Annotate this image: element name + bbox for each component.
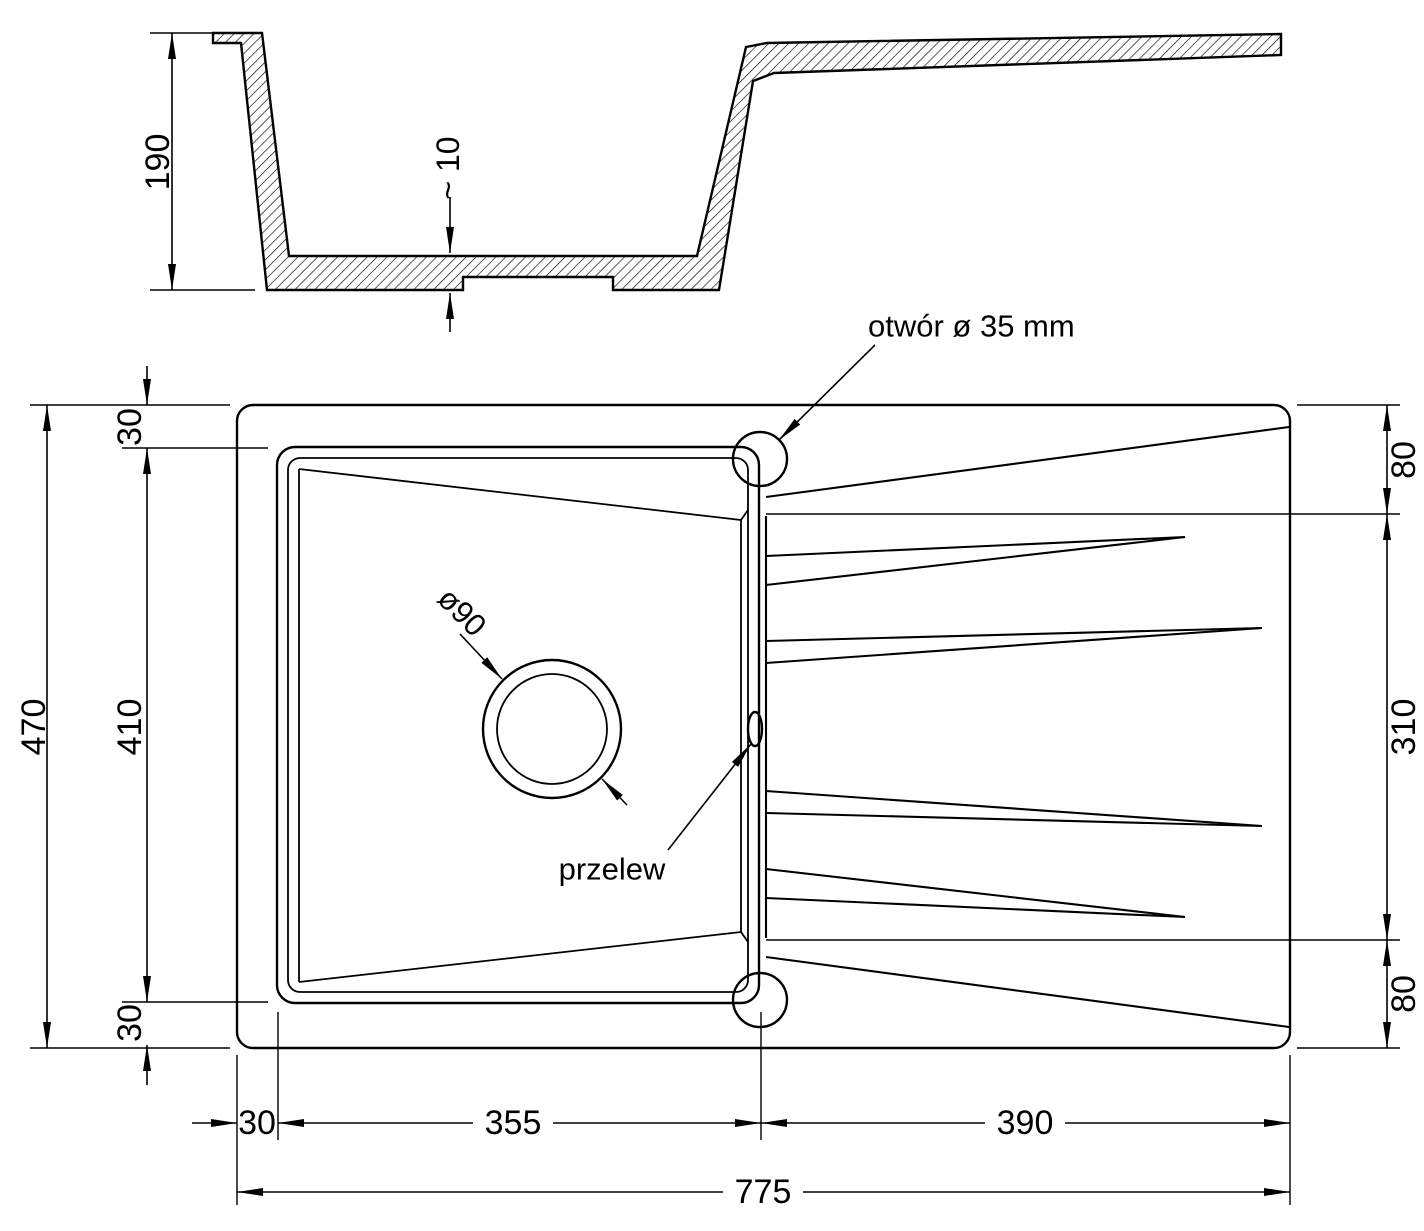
dim-right-chain: 80 310 80 — [766, 404, 1423, 1049]
dim-label-drainer-top: 80 — [1385, 441, 1423, 479]
label-mask — [985, 1105, 1065, 1141]
tap-hole-label: otwór ø 35 mm — [868, 309, 1075, 344]
dim-label-overall-height: 470 — [15, 699, 53, 756]
section-material-profile — [211, 31, 1283, 292]
dim-section-floor-thickness: ~ 10 — [430, 136, 466, 332]
bowl-rim-outer — [275, 445, 761, 1005]
dim-section-depth: 190 — [139, 32, 255, 291]
dim-label-drainer-width: 390 — [997, 1104, 1054, 1142]
drain-outer-circle — [481, 658, 623, 800]
section-view: 190 ~ 10 — [139, 31, 1283, 332]
bowl-slope-bottom — [298, 931, 742, 983]
dim-label-drainer-bottom: 80 — [1385, 975, 1423, 1013]
dim-overall-width: 775 — [237, 1173, 1290, 1211]
label-mask — [723, 1174, 803, 1210]
sink-outline — [235, 403, 1292, 1050]
dim-label-floor-thickness: ~ 10 — [430, 136, 466, 199]
dim-label-rim-top: 30 — [111, 408, 149, 446]
bowl-corner-chamfer-top — [740, 509, 749, 521]
dim-label-rim-left: 30 — [238, 1104, 276, 1142]
dim-label-bowl-width: 355 — [485, 1104, 542, 1142]
dim-label-bowl-length: 410 — [111, 699, 149, 756]
drain — [481, 658, 623, 800]
tap-hole — [731, 430, 789, 488]
dim-label-drainer-length: 310 — [1385, 699, 1423, 756]
callout-overflow: przelew — [559, 743, 752, 887]
drain-inner-circle — [496, 673, 608, 785]
dim-left-chain: 30 410 30 — [111, 366, 268, 1085]
dim-label-depth: 190 — [139, 134, 177, 191]
drainboard-grooves — [764, 425, 1290, 1029]
dim-overall-height: 470 — [15, 404, 230, 1049]
label-mask — [473, 1105, 553, 1141]
overflow-label: przelew — [559, 852, 666, 887]
overflow-slot — [746, 710, 764, 748]
callout-tap-hole: otwór ø 35 mm — [778, 309, 1075, 441]
bowl-slope-top — [298, 468, 742, 521]
dim-label-rim-bottom: 30 — [111, 1004, 149, 1042]
bottom-hole — [731, 971, 789, 1029]
dim-bottom-chain: 30 355 390 — [192, 1012, 1291, 1205]
dim-label-overall-width: 775 — [735, 1173, 792, 1211]
bowl-corner-chamfer-bottom — [740, 931, 749, 943]
